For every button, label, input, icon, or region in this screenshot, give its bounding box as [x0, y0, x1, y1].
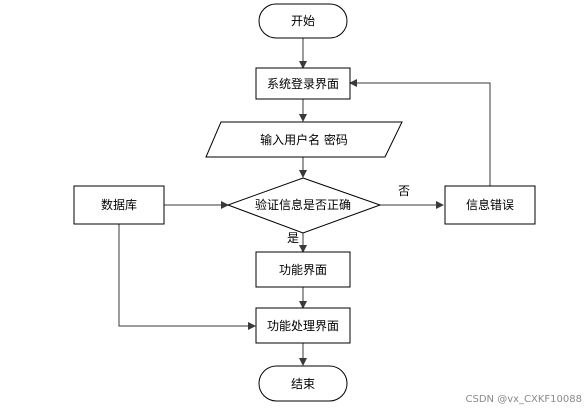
- node-function-process-screen-label: 功能处理界面: [267, 319, 339, 333]
- node-login-screen: 系统登录界面: [255, 67, 351, 100]
- node-end-label: 结束: [291, 377, 315, 391]
- node-info-error-label: 信息错误: [466, 197, 514, 212]
- node-end: 结束: [258, 365, 348, 402]
- edge-label-no: 否: [398, 184, 410, 198]
- watermark-text: CSDN @vx_CXKF10088: [466, 394, 582, 405]
- edge-input-to-verify: [299, 157, 307, 178]
- node-verify-label: 验证信息是否正确: [255, 197, 351, 212]
- node-function-process-screen: 功能处理界面: [255, 307, 351, 344]
- edge-login-to-input: [299, 99, 307, 122]
- node-input-credentials-label: 输入用户名 密码: [260, 132, 348, 147]
- node-verify: 验证信息是否正确: [226, 177, 382, 234]
- edge-error-to-login: [349, 79, 491, 186]
- node-input-credentials: 输入用户名 密码: [205, 121, 403, 158]
- edge-verify-to-function: [299, 233, 307, 253]
- edge-function-to-process: [299, 287, 307, 309]
- node-function-screen: 功能界面: [255, 251, 351, 288]
- edge-database-to-verify: [164, 201, 229, 209]
- edge-process-to-end: [299, 343, 307, 366]
- edge-database-to-process: [118, 224, 256, 330]
- edge-start-to-login: [299, 38, 307, 69]
- edge-verify-to-error: [380, 201, 444, 209]
- edge-label-yes: 是: [287, 231, 299, 245]
- node-start-label: 开始: [291, 14, 315, 28]
- node-database: 数据库: [73, 185, 165, 225]
- node-info-error: 信息错误: [444, 185, 536, 225]
- node-database-label: 数据库: [101, 197, 137, 212]
- node-login-screen-label: 系统登录界面: [267, 76, 339, 91]
- node-function-screen-label: 功能界面: [279, 263, 327, 277]
- node-start: 开始: [258, 3, 348, 39]
